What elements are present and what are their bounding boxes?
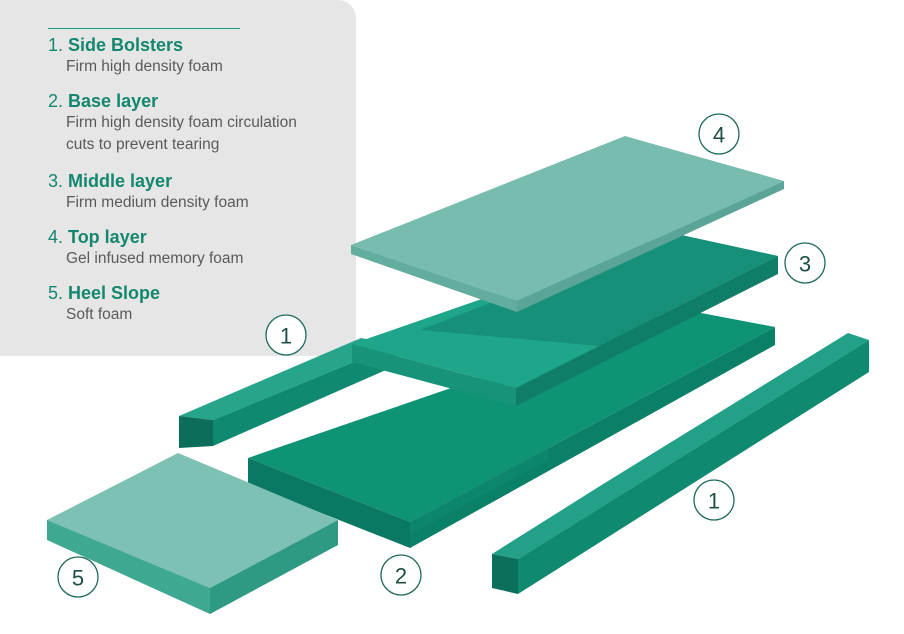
base-layer xyxy=(248,309,775,548)
side-bolster-right xyxy=(492,333,869,594)
callout-heel-slope: 5 xyxy=(57,556,99,598)
legend-divider xyxy=(48,28,240,29)
middle-layer xyxy=(352,233,778,406)
legend-item-heel-slope: 5. Heel Slope Soft foam xyxy=(48,282,356,326)
legend-item-name: Middle layer xyxy=(68,171,173,191)
legend-item-number: 4. xyxy=(48,227,64,247)
legend-panel: 1. Side Bolsters Firm high density foam … xyxy=(0,0,356,356)
callout-label: 2 xyxy=(395,564,407,589)
legend-item-number: 5. xyxy=(48,283,64,303)
callout-label: 4 xyxy=(713,123,725,148)
callout-label: 1 xyxy=(280,324,292,349)
legend-item-name: Heel Slope xyxy=(68,283,161,303)
legend-item-description: Firm high density foam circulation cuts … xyxy=(66,114,297,153)
legend-item-number: 1. xyxy=(48,35,64,55)
legend-item-name: Top layer xyxy=(68,227,147,247)
legend-item-number: 3. xyxy=(48,171,64,191)
callout-label: 1 xyxy=(708,489,720,514)
callout-side-bolster-right: 1 xyxy=(693,479,735,521)
callout-side-bolster-left: 1 xyxy=(265,314,307,356)
legend-item-description: Firm high density foam xyxy=(66,58,223,75)
legend-item-middle-layer: 3. Middle layer Firm medium density foam xyxy=(48,170,356,214)
callout-label: 3 xyxy=(799,252,811,277)
legend-item-description: Firm medium density foam xyxy=(66,194,249,211)
legend-item-name: Base layer xyxy=(68,91,159,111)
side-bolster-left xyxy=(179,338,395,448)
callout-top-layer: 4 xyxy=(698,113,740,155)
legend-item-top-layer: 4. Top layer Gel infused memory foam xyxy=(48,226,356,270)
callout-label: 5 xyxy=(72,566,84,591)
legend-item-description: Soft foam xyxy=(66,306,133,323)
callout-base-layer: 2 xyxy=(380,554,422,596)
legend-item-side-bolsters: 1. Side Bolsters Firm high density foam xyxy=(48,34,356,78)
heel-slope xyxy=(47,453,338,614)
legend-item-base-layer: 2. Base layer Firm high density foam cir… xyxy=(48,90,356,156)
legend-item-description: Gel infused memory foam xyxy=(66,250,244,267)
legend-item-number: 2. xyxy=(48,91,64,111)
callout-middle-layer: 3 xyxy=(784,242,826,284)
top-layer xyxy=(351,136,784,312)
legend-item-name: Side Bolsters xyxy=(68,35,184,55)
